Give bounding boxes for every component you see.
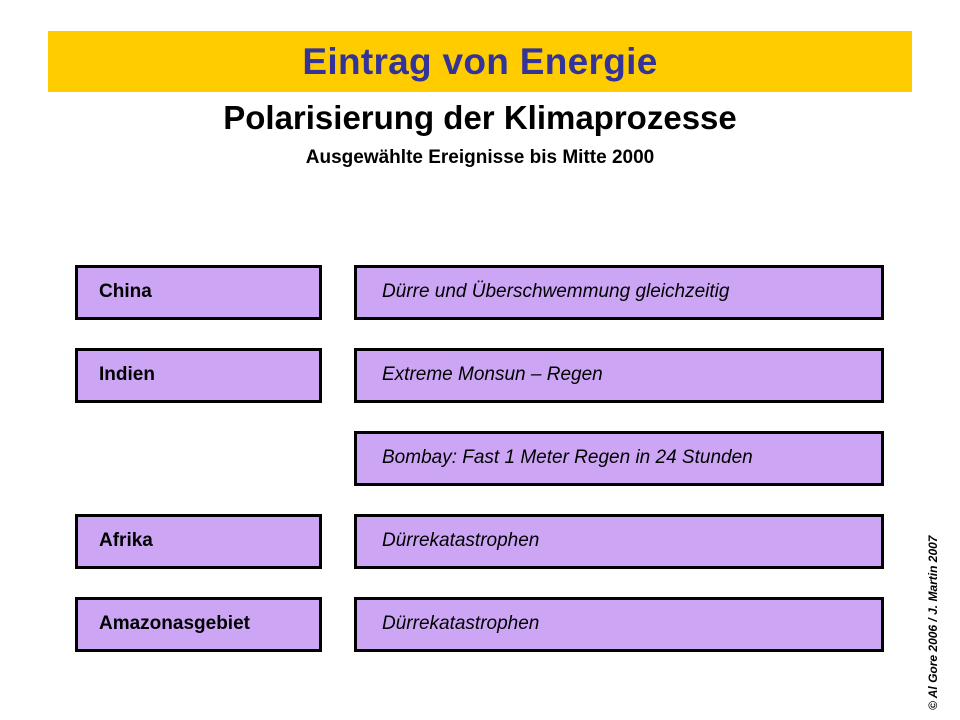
page-title: Eintrag von Energie (302, 41, 658, 82)
table-row: China Dürre und Überschwemmung gleichzei… (0, 265, 960, 320)
region-label: China (99, 281, 152, 303)
event-label: Extreme Monsun – Regen (382, 364, 603, 386)
region-box: Afrika (75, 514, 322, 569)
region-label: Afrika (99, 530, 153, 552)
table-row: Amazonasgebiet Dürrekatastrophen (0, 597, 960, 652)
region-box: China (75, 265, 322, 320)
event-label: Dürrekatastrophen (382, 613, 540, 635)
events-table: China Dürre und Überschwemmung gleichzei… (0, 265, 960, 652)
sub-subtitle: Ausgewählte Ereignisse bis Mitte 2000 (305, 147, 655, 168)
event-label: Dürre und Überschwemmung gleichzeitig (382, 281, 730, 303)
event-label: Dürrekatastrophen (382, 530, 540, 552)
region-label: Amazonasgebiet (99, 613, 250, 635)
table-row: Indien Extreme Monsun – Regen (0, 348, 960, 403)
table-row: Afrika Dürrekatastrophen (0, 514, 960, 569)
event-box: Bombay: Fast 1 Meter Regen in 24 Stunden (354, 431, 884, 486)
title-banner: Eintrag von Energie (48, 31, 912, 92)
event-box: Extreme Monsun – Regen (354, 348, 884, 403)
region-box: Indien (75, 348, 322, 403)
event-label: Bombay: Fast 1 Meter Regen in 24 Stunden (382, 447, 753, 469)
credit-sidebar: © Al Gore 2006 / J. Martin 2007 (926, 500, 956, 710)
event-box: Dürrekatastrophen (354, 597, 884, 652)
region-box: Amazonasgebiet (75, 597, 322, 652)
subtitle: Polarisierung der Klimaprozesse (223, 99, 737, 136)
table-row: Bombay: Fast 1 Meter Regen in 24 Stunden (0, 431, 960, 486)
event-box: Dürre und Überschwemmung gleichzeitig (354, 265, 884, 320)
region-label: Indien (99, 364, 155, 386)
event-box: Dürrekatastrophen (354, 514, 884, 569)
copyright-notice: © Al Gore 2006 / J. Martin 2007 (926, 535, 940, 710)
